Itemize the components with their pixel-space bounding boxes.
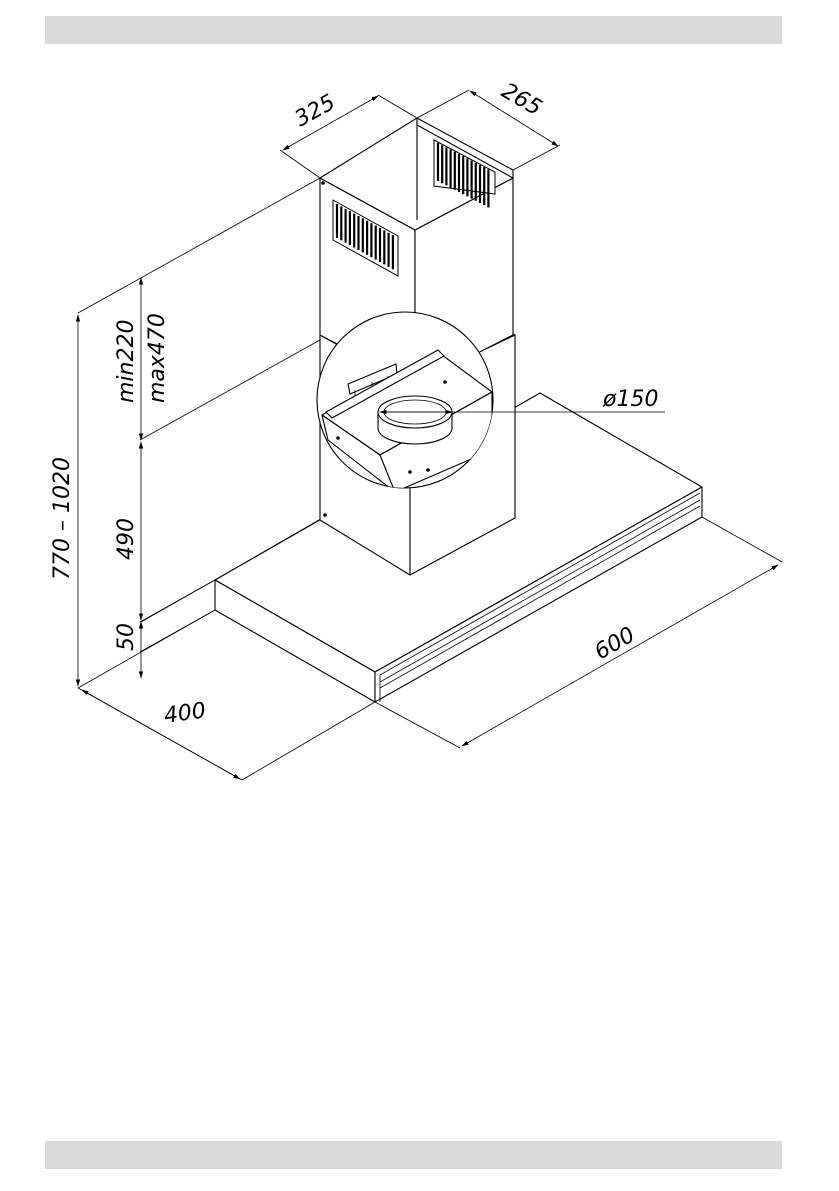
dim-chimney-max: max470 bbox=[145, 313, 170, 403]
dim-total-height: 770 – 1020 bbox=[50, 457, 75, 580]
dim-body-height: 490 bbox=[114, 518, 139, 560]
dim-canopy-height: 50 bbox=[114, 623, 139, 651]
dim-chimney-min: min220 bbox=[114, 320, 139, 403]
dim-chimney-width: 325 bbox=[291, 90, 340, 132]
dim-chimney-depth: 265 bbox=[497, 79, 546, 122]
dim-hood-depth: 400 bbox=[162, 698, 207, 729]
dim-duct-diameter: ø150 bbox=[602, 387, 658, 412]
